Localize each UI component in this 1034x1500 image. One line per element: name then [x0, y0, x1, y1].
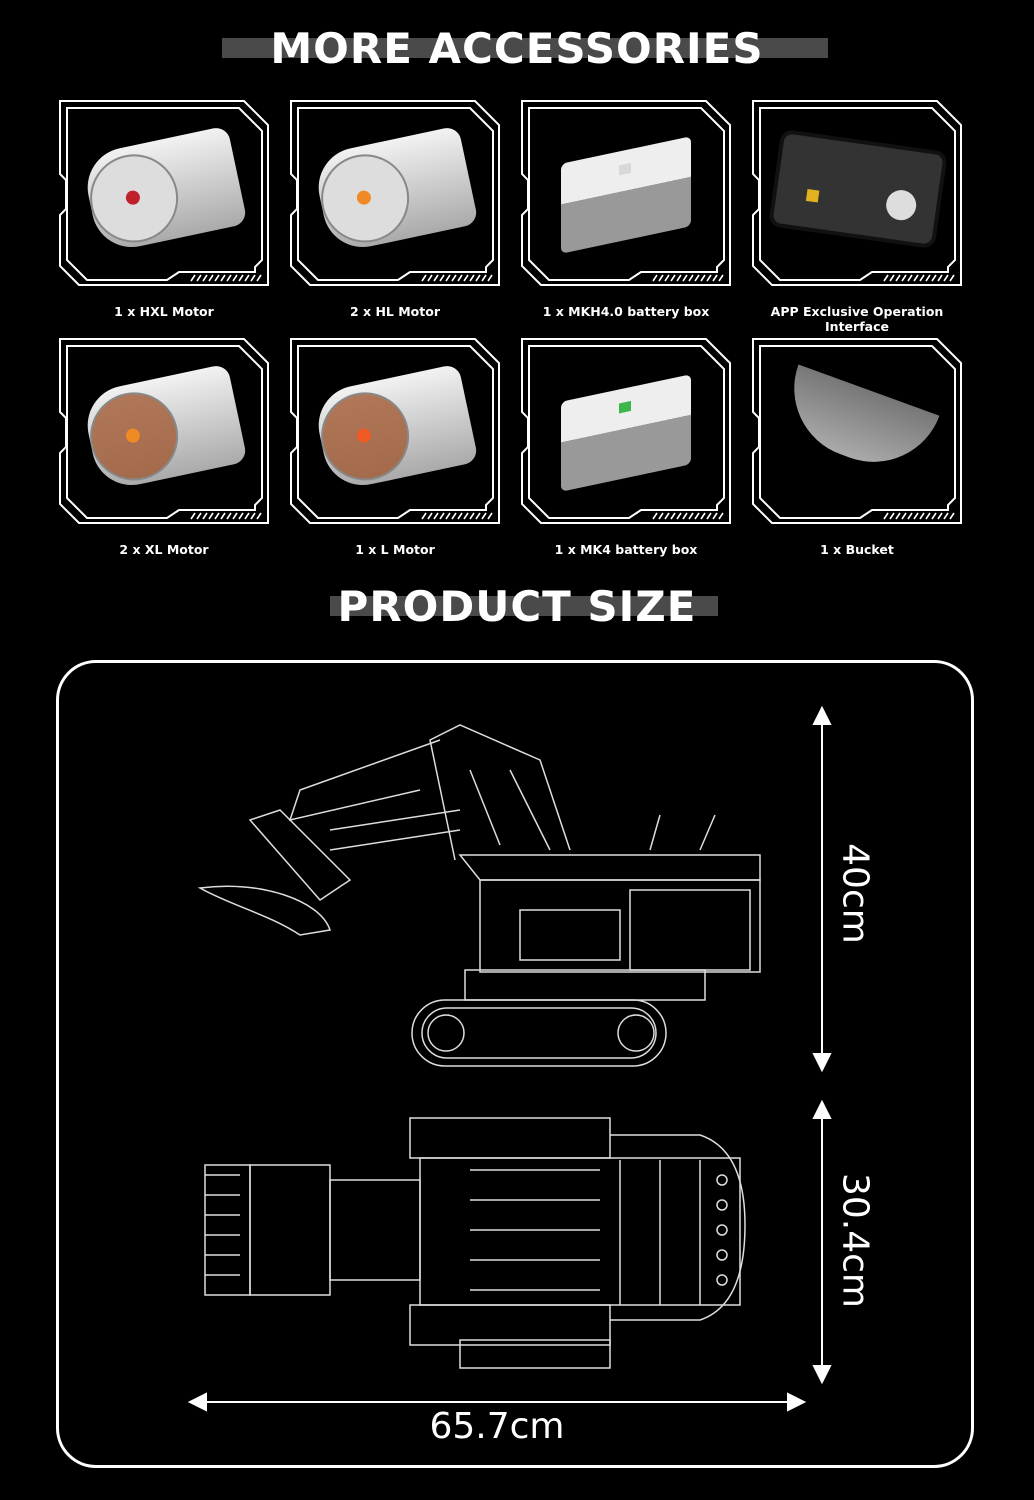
accessory-label: 2 x XL Motor: [119, 542, 209, 557]
excavator-side-view: [197, 724, 761, 1067]
accessory-card: [290, 338, 500, 526]
accessory-label: 1 x L Motor: [355, 542, 435, 557]
accessory-label: 2 x HL Motor: [350, 304, 440, 319]
size-title: PRODUCT SIZE: [337, 582, 697, 631]
accessory-label: APP Exclusive Operation Interface: [770, 304, 944, 334]
length-arrow: [187, 1392, 807, 1412]
accessory-card: [521, 338, 731, 526]
card-frame: [290, 338, 500, 524]
height-dimension: 40cm: [834, 843, 876, 944]
heading-bar: [222, 38, 828, 58]
card-frame: [521, 338, 731, 524]
heading-bar: [330, 596, 718, 616]
accessory-label: 1 x MKH4.0 battery box: [542, 304, 710, 319]
excavator-top-view: [204, 1117, 746, 1369]
accessory-label: 1 x HXL Motor: [114, 304, 214, 319]
width-arrow: [812, 1099, 832, 1385]
accessories-title: MORE ACCESSORIES: [270, 24, 764, 73]
width-dimension: 30.4cm: [834, 1172, 876, 1309]
accessory-label: 1 x Bucket: [820, 542, 894, 557]
accessory-card: [752, 338, 962, 526]
card-frame: [59, 100, 269, 286]
accessories-heading: MORE ACCESSORIES: [0, 22, 1034, 82]
accessory-card: [521, 100, 731, 288]
card-frame: [521, 100, 731, 286]
length-dimension: 65.7cm: [429, 1406, 565, 1447]
accessory-label: 1 x MK4 battery box: [554, 542, 698, 557]
accessory-card: [59, 338, 269, 526]
card-frame: [752, 100, 962, 286]
card-frame: [59, 338, 269, 524]
card-frame: [752, 338, 962, 524]
accessory-card: [59, 100, 269, 288]
height-arrow: [812, 705, 832, 1073]
accessory-card: [752, 100, 962, 288]
card-frame: [290, 100, 500, 286]
size-heading: PRODUCT SIZE: [0, 580, 1034, 640]
product-size-panel: [56, 660, 974, 1468]
accessory-card: [290, 100, 500, 288]
